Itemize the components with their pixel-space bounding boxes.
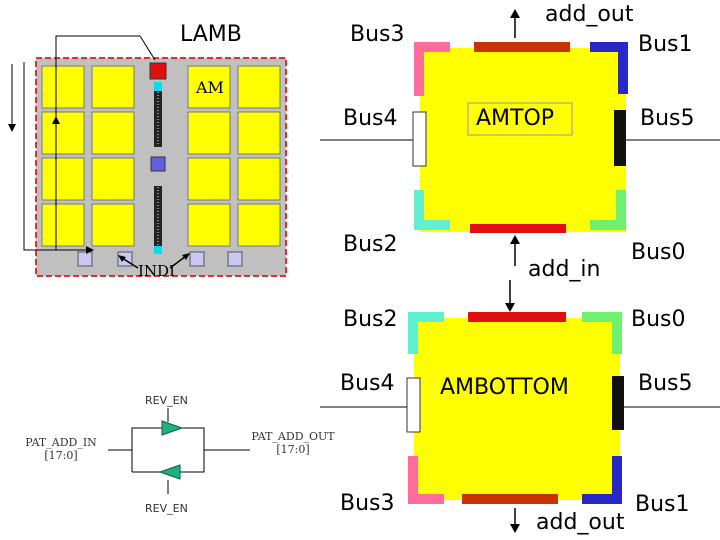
bus5-port: [612, 376, 624, 430]
corner-green: [590, 190, 626, 230]
add-in-bar: [470, 224, 566, 233]
ambottom-block: [320, 280, 720, 533]
ambottom-bus2-label: Bus2: [343, 307, 398, 332]
indi-chip: [227, 251, 243, 267]
am-chip: [41, 111, 85, 155]
am-chip: [41, 203, 85, 247]
amtop-add-out-label: add_out: [545, 2, 634, 27]
am-chip-grid: [41, 65, 281, 247]
up-arrow-icon: [510, 9, 520, 18]
ambottom-title: AMBOTTOM: [440, 375, 569, 400]
down-arrow-icon: [510, 524, 520, 533]
am-chip: [91, 203, 135, 247]
bus5-port: [614, 110, 626, 166]
up-arrow-icon: [510, 235, 520, 244]
ambottom-add-out-label: add_out: [536, 510, 625, 535]
buffer-right-triangle-icon: [161, 420, 184, 436]
indi-chip: [189, 251, 205, 267]
am-chip: [41, 157, 85, 201]
amtop-block: [320, 9, 720, 266]
bidirectional-buffer: [108, 408, 250, 494]
am-chip: [187, 111, 231, 155]
amtop-title: AMTOP: [476, 106, 555, 131]
indi-arrow-left: [121, 257, 139, 269]
center-blue-chip: [150, 156, 166, 172]
ambottom-bus3-label: Bus3: [340, 491, 395, 516]
bus4-port: [406, 377, 421, 433]
buffer-left-triangle-icon: [158, 464, 181, 480]
amtop-bus5-label: Bus5: [640, 106, 695, 131]
amtop-chip: [420, 48, 626, 232]
am-chip: [187, 157, 231, 201]
ambottom-bus5-label: Bus5: [638, 371, 693, 396]
amtop-add-in-label: add_in: [528, 257, 601, 282]
amtop-bus1-label: Bus1: [638, 32, 693, 57]
buffer-loop: [131, 427, 205, 473]
am-chip: [237, 111, 281, 155]
ambottom-bus1-label: Bus1: [635, 492, 690, 517]
lamb-red-chip: [149, 62, 167, 80]
cyan-connector-bottom: [154, 246, 162, 254]
up-arrow-icon: [52, 116, 60, 124]
right-arrow-icon: [86, 246, 94, 254]
amtop-bus0-label: Bus0: [631, 240, 686, 265]
vertical-bus-bottom: [154, 186, 162, 246]
pat-add-out-name: PAT_ADD_OUT: [251, 430, 335, 443]
rev-en-bottom-label: REV_EN: [145, 502, 188, 515]
amtop-bus4-label: Bus4: [343, 106, 398, 131]
add-out-bar: [462, 494, 558, 504]
corner-pink: [408, 456, 444, 504]
indi-arrow-right: [169, 255, 187, 269]
am-chip: [187, 65, 231, 109]
pat-add-in-label: PAT_ADD_IN [17:0]: [18, 436, 104, 462]
indi-chip: [77, 251, 93, 267]
corner-pink: [414, 42, 450, 96]
corner-blue: [590, 42, 628, 94]
amtop-bus2-label: Bus2: [343, 232, 398, 257]
corner-cyan: [408, 312, 444, 354]
ambottom-chip: [414, 318, 620, 500]
am-chip: [91, 111, 135, 155]
am-chip: [237, 65, 281, 109]
down-arrow-icon: [8, 124, 16, 132]
pat-add-out-label: PAT_ADD_OUT [17:0]: [244, 430, 342, 456]
amtop-bus3-label: Bus3: [350, 22, 405, 47]
am-chip: [41, 65, 85, 109]
lamb-pointer-line: [55, 35, 140, 250]
pat-add-in-name: PAT_ADD_IN: [25, 436, 97, 449]
am-chip: [237, 157, 281, 201]
lamb-label: LAMB: [180, 22, 242, 47]
add-out-bar: [474, 42, 570, 52]
corner-cyan: [414, 190, 450, 230]
cyan-connector: [154, 82, 162, 91]
arrow-head-icon: [182, 253, 190, 260]
rev-en-top-label: REV_EN: [145, 394, 188, 407]
am-chip: [237, 203, 281, 247]
lamb-pointer-diag: [139, 35, 156, 61]
am-chip: [91, 157, 135, 201]
amtop-label-box: [467, 102, 573, 136]
indi-chips: [77, 251, 243, 267]
am-chip: [91, 65, 135, 109]
corner-blue: [582, 456, 622, 504]
left-return-line: [23, 62, 88, 251]
add-in-bar: [468, 312, 566, 322]
corner-green: [582, 312, 622, 354]
ambottom-bus4-label: Bus4: [340, 371, 395, 396]
indi-label: INDI: [138, 262, 176, 280]
pat-add-out-width: [17:0]: [276, 443, 310, 456]
arrow-head-icon: [118, 255, 126, 262]
down-arrow-icon: [505, 303, 515, 312]
pat-add-in-width: [17:0]: [44, 449, 78, 462]
lamb-array: [8, 35, 287, 277]
ambottom-bus0-label: Bus0: [631, 307, 686, 332]
bus4-port: [412, 111, 427, 167]
am-label: AM: [196, 78, 224, 97]
am-chip: [187, 203, 231, 247]
